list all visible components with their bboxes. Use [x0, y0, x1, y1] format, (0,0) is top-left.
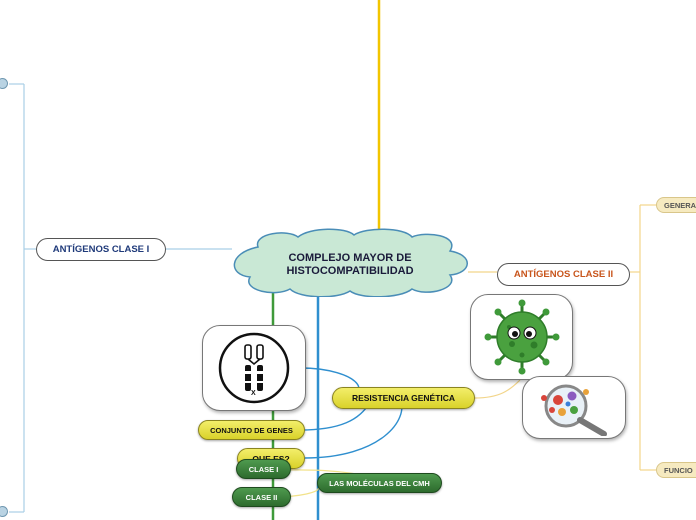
virus-image-box[interactable]: [470, 294, 573, 380]
topic-generalidades-partial[interactable]: GENERA: [656, 197, 696, 213]
topic-antigenos-clase-2[interactable]: ANTÍGENOS CLASE II: [497, 263, 630, 286]
curve-resistencia-right: [474, 379, 521, 399]
topic-funcion-label: FUNCIO: [664, 465, 693, 475]
topic-antigenos-clase-2-label: ANTÍGENOS CLASE II: [513, 269, 614, 280]
topic-clase-2[interactable]: CLASE II: [232, 487, 291, 507]
microbes-magnifier-icon: [541, 384, 607, 436]
topic-funcion-partial[interactable]: FUNCIO: [656, 462, 696, 478]
collapsed-topic-dot-top[interactable]: [0, 78, 8, 89]
topic-clase-1-label: CLASE I: [248, 464, 279, 474]
microbes-image-box[interactable]: [522, 376, 626, 439]
central-topic-line1: COMPLEJO MAYOR DE: [288, 252, 412, 264]
topic-conjunto-de-genes-label: CONJUNTO DE GENES: [210, 425, 293, 435]
topic-clase-2-label: CLASE II: [245, 492, 278, 502]
chromosome-image-box[interactable]: X: [202, 325, 306, 411]
topic-resistencia-genetica[interactable]: RESISTENCIA GENÉTICA: [332, 387, 475, 409]
topic-clase-1[interactable]: CLASE I: [236, 459, 291, 479]
central-topic-label: COMPLEJO MAYOR DE HISTOCOMPATIBILIDAD: [258, 248, 442, 282]
topic-que-es-label: QUE ES?: [252, 454, 289, 464]
topic-conjunto-de-genes[interactable]: CONJUNTO DE GENES: [198, 420, 305, 440]
central-topic-line2: HISTOCOMPATIBILIDAD: [286, 265, 414, 277]
topic-resistencia-genetica-label: RESISTENCIA GENÉTICA: [351, 393, 456, 403]
collapsed-topic-dot-bottom[interactable]: [0, 506, 8, 517]
chromosome-x-label: X: [251, 390, 256, 397]
topic-generalidades-label: GENERA: [664, 200, 696, 210]
central-topic-cloud[interactable]: [228, 227, 472, 297]
chromosome-icon: [218, 332, 290, 404]
topic-antigenos-clase-1[interactable]: ANTÍGENOS CLASE I: [36, 238, 166, 261]
topic-antigenos-clase-1-label: ANTÍGENOS CLASE I: [52, 244, 150, 255]
topic-las-moleculas-del-cmh[interactable]: LAS MOLÉCULAS DEL CMH: [317, 473, 442, 493]
central-topic-shape: [233, 228, 468, 297]
virus-icon: [484, 299, 559, 375]
topic-las-moleculas-del-cmh-label: LAS MOLÉCULAS DEL CMH: [329, 478, 430, 488]
